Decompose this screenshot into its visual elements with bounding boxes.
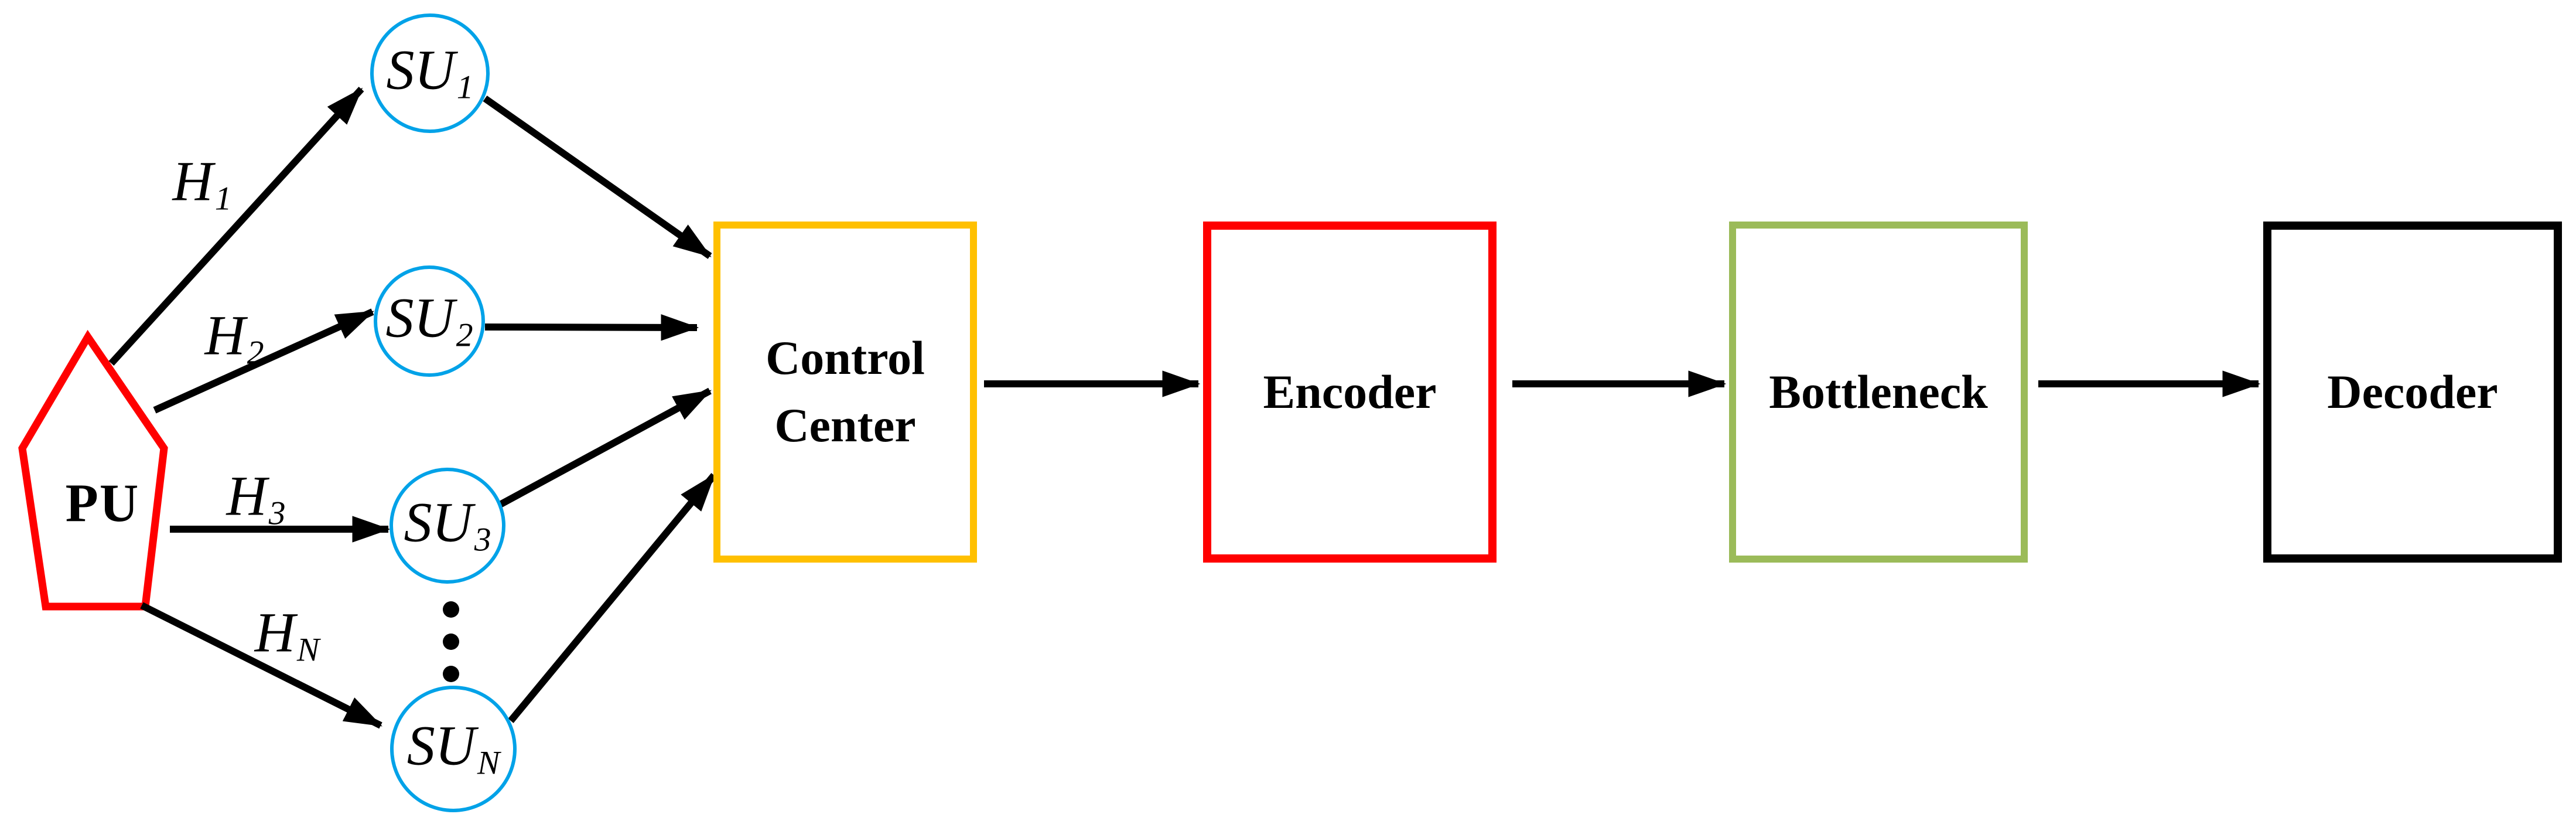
h3-label-base: H [226,464,267,527]
su2-label-base: SU [385,286,455,349]
arrow-pu-sun [140,602,382,729]
su1-label-base: SU [386,38,455,101]
bottleneck-label: Bottleneck [1769,365,1988,418]
arrow-su1-control [483,96,712,259]
pu-pentagon [18,329,168,611]
ellipsis-dot [443,634,459,650]
pu-label: PU [65,473,140,533]
hn-label: HN [255,604,320,669]
arrow-pu-su1 [108,86,364,366]
sun-label-sub: N [477,744,500,782]
decoder-box: Decoder [2263,222,2562,563]
su2-label: SU2 [386,290,473,353]
su2-label-sub: 2 [456,316,473,354]
encoder-label: Encoder [1263,365,1437,418]
sun-label: SUN [407,717,500,782]
encoder-box: Encoder [1203,222,1497,563]
su1-label-sub: 1 [456,69,474,106]
h2-label-base: H [204,304,245,367]
h1-label-sub: 1 [214,180,232,217]
su1-circle [370,13,490,133]
hn-label-sub: N [296,631,320,669]
h2-label: H2 [205,307,264,372]
h3-label-sub: 3 [268,495,286,532]
ellipsis-dot [443,666,459,682]
su3-label: SU3 [404,494,491,558]
hn-label-base: H [254,601,296,664]
su3-circle [390,468,505,584]
bottleneck-box: Bottleneck [1729,222,2028,563]
ellipsis-dot [443,601,459,618]
su3-label-base: SU [404,491,473,554]
h1-label-base: H [172,149,213,213]
h1-label: H1 [173,153,232,217]
sun-circle [390,686,517,812]
control-center-label: Control Center [766,331,925,452]
su1-label: SU1 [387,42,474,105]
arrow-pu-su2 [153,308,374,414]
arrow-su2-control [484,314,699,341]
su3-label-sub: 3 [474,521,491,558]
h2-label-sub: 2 [247,334,264,372]
decoder-label: Decoder [2327,365,2498,418]
arrow-sun-control [508,473,717,723]
sun-label-base: SU [406,714,476,777]
su2-circle [374,265,485,377]
arrow-su3-control [497,387,712,509]
h3-label: H3 [227,468,286,531]
control-center-box: Control Center [713,222,977,563]
